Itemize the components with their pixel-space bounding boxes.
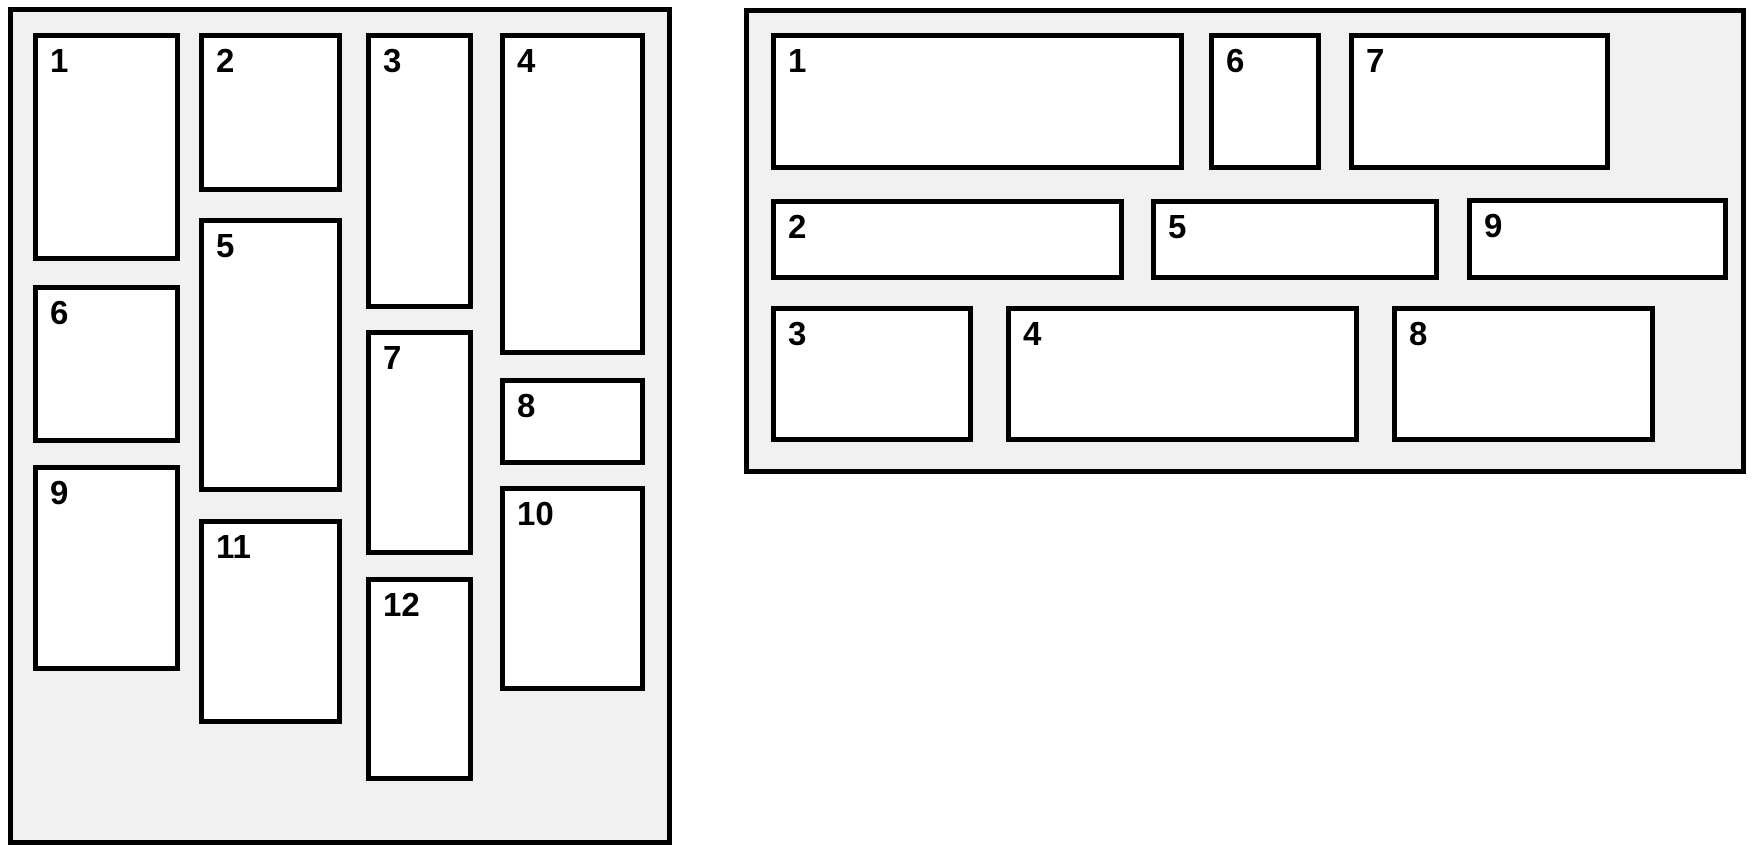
- item-number: 2: [216, 42, 235, 79]
- item-number: 5: [216, 227, 235, 264]
- item-number: 7: [383, 339, 402, 376]
- item-number: 4: [517, 42, 536, 79]
- left-masonry-panel: 1 2 3 4 5 6 7 8 9 10 11 12: [8, 7, 672, 845]
- left-item-12: 12: [366, 577, 473, 781]
- left-item-7: 7: [366, 330, 473, 555]
- item-number: 6: [50, 294, 69, 331]
- left-item-9: 9: [33, 465, 180, 671]
- right-item-9: 9: [1467, 198, 1728, 280]
- left-item-11: 11: [199, 519, 342, 724]
- left-item-5: 5: [199, 218, 342, 492]
- item-number: 10: [517, 495, 554, 532]
- item-number: 12: [383, 586, 420, 623]
- right-item-2: 2: [771, 199, 1124, 280]
- item-number: 6: [1226, 42, 1245, 79]
- item-number: 9: [50, 474, 69, 511]
- item-number: 4: [1023, 315, 1042, 352]
- left-item-2: 2: [199, 33, 342, 192]
- left-item-8: 8: [500, 378, 645, 465]
- item-number: 3: [788, 315, 807, 352]
- left-item-6: 6: [33, 285, 180, 443]
- right-item-1: 1: [771, 33, 1184, 170]
- left-item-3: 3: [366, 33, 473, 309]
- right-masonry-panel: 1 2 3 4 5 6 7 8 9: [744, 8, 1746, 474]
- item-number: 3: [383, 42, 402, 79]
- item-number: 7: [1366, 42, 1385, 79]
- left-item-4: 4: [500, 33, 645, 355]
- item-number: 1: [50, 42, 69, 79]
- right-item-7: 7: [1349, 33, 1610, 170]
- item-number: 11: [216, 528, 251, 565]
- right-item-8: 8: [1392, 306, 1655, 442]
- left-item-10: 10: [500, 486, 645, 691]
- left-item-1: 1: [33, 33, 180, 261]
- item-number: 8: [517, 387, 536, 424]
- item-number: 9: [1484, 207, 1503, 244]
- right-item-4: 4: [1006, 306, 1359, 442]
- item-number: 1: [788, 42, 807, 79]
- item-number: 5: [1168, 208, 1187, 245]
- item-number: 2: [788, 208, 807, 245]
- item-number: 8: [1409, 315, 1428, 352]
- right-item-5: 5: [1151, 199, 1439, 280]
- right-item-3: 3: [771, 306, 973, 442]
- right-item-6: 6: [1209, 33, 1321, 170]
